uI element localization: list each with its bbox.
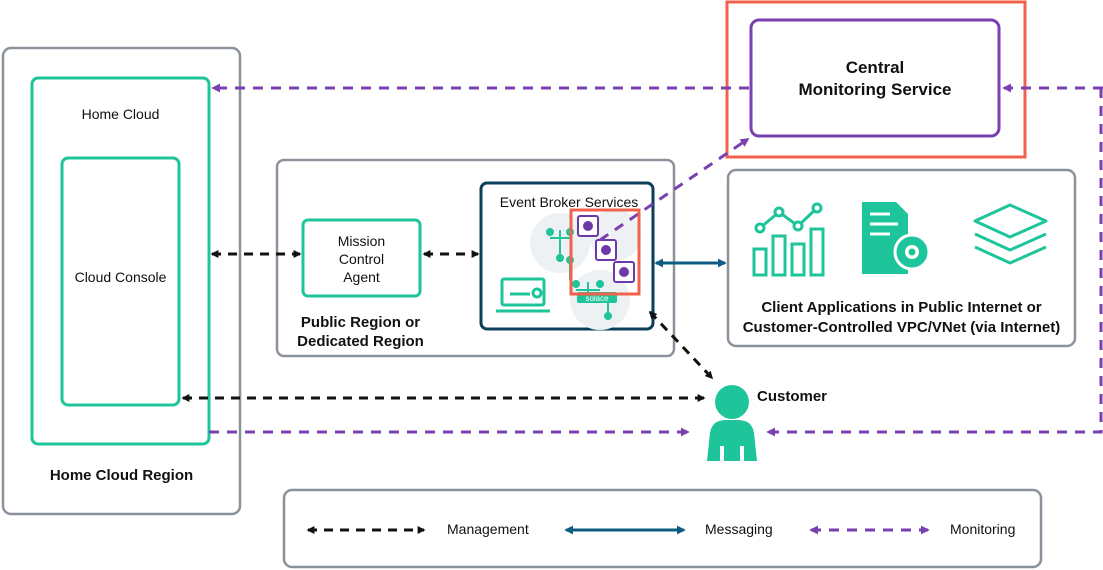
home-cloud-box (30, 76, 211, 446)
mission-control-agent-box (301, 218, 422, 298)
mission-control-agent-label: Mission Control Agent (337, 233, 386, 285)
broker-highlight-box (569, 208, 641, 296)
document-gear-icon (862, 202, 931, 274)
home-cloud-label: Home Cloud (81, 106, 160, 122)
legend-monitoring-label: Monitoring (950, 521, 1016, 537)
public-region-box (275, 158, 676, 358)
home-cloud-region-box (1, 46, 242, 516)
broker-chip-label: solace (585, 294, 609, 303)
person-icon (707, 385, 757, 461)
public-region-label: Public Region or Dedicated Region (297, 314, 424, 350)
cloud-console-label: Cloud Console (74, 269, 167, 285)
home-cloud-region-label: Home Cloud Region (49, 467, 194, 484)
legend-management-label: Management (447, 521, 529, 537)
event-broker-services-box (479, 181, 655, 331)
monitoring-highlight-box (725, 0, 1027, 159)
line-chart-icon (752, 202, 825, 277)
event-broker-services-label: Event Broker Services (499, 194, 639, 210)
central-monitoring-label: Central Monitoring Service (798, 58, 952, 99)
laptop-icon (496, 277, 550, 313)
mgmt-arrow-broker-to-customer (648, 310, 714, 380)
legend-box (282, 488, 1043, 569)
layers-icon (973, 203, 1048, 265)
client-apps-label: Client Applications in Public Internet o… (742, 299, 1061, 336)
customer-label: Customer (756, 388, 827, 405)
monitor-arrow-broker-to-central (599, 137, 750, 242)
central-monitoring-box (749, 18, 1001, 138)
cloud-console-box (60, 156, 181, 407)
legend-messaging-label: Messaging (705, 521, 773, 537)
client-apps-box (726, 168, 1077, 348)
monitor-line-right-side (766, 88, 1103, 437)
